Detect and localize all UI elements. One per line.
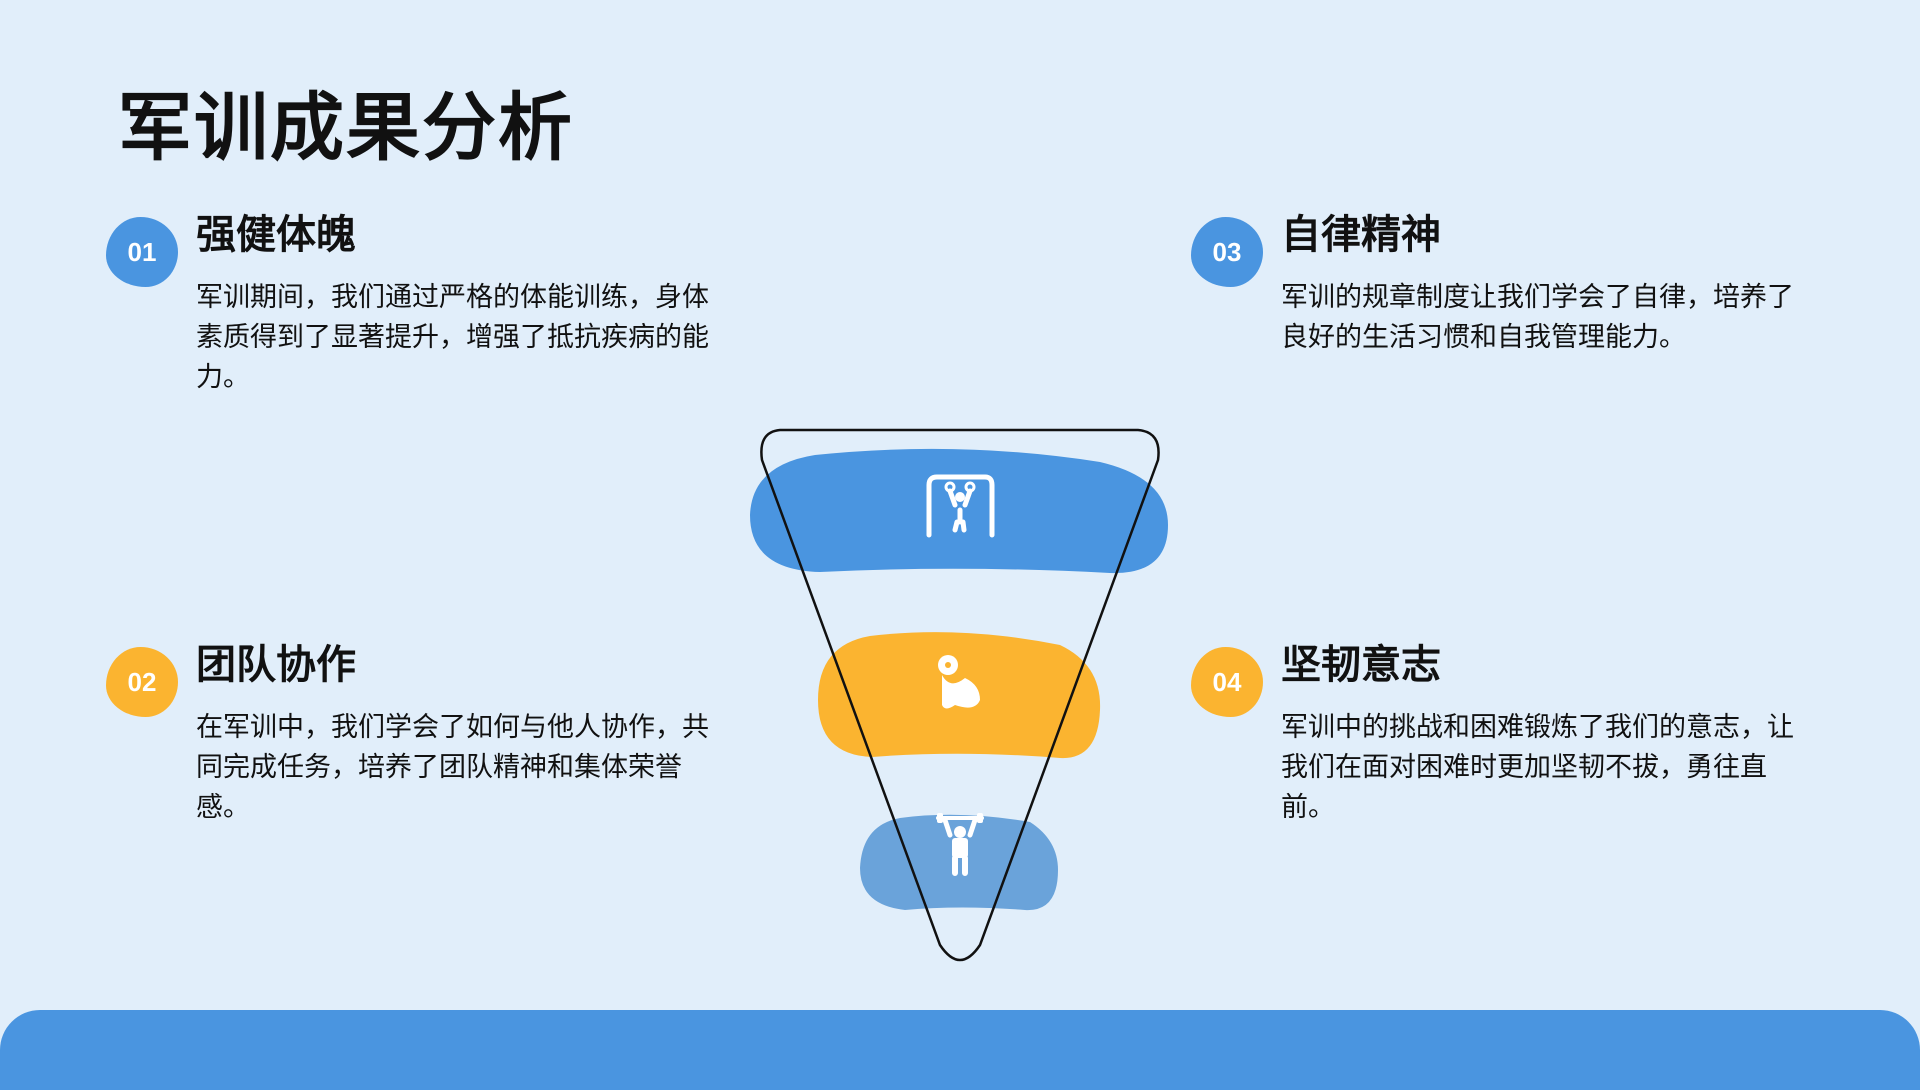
badge-01: 01 bbox=[106, 217, 178, 287]
item-heading: 坚韧意志 bbox=[1281, 643, 1441, 687]
footer-bar bbox=[0, 1010, 1920, 1090]
item-heading: 团队协作 bbox=[196, 643, 356, 687]
item-heading: 自律精神 bbox=[1281, 213, 1441, 257]
item-03: 03 自律精神 军训的规章制度让我们学会了自律，培养了良好的生活习惯和自我管理能… bbox=[1191, 205, 1841, 357]
item-02: 02 团队协作 在军训中，我们学会了如何与他人协作，共同完成任务，培养了团队精神… bbox=[106, 635, 756, 827]
item-text: 军训期间，我们通过严格的体能训练，身体素质得到了显著提升，增强了抵抗疾病的能力。 bbox=[196, 282, 709, 392]
item-01: 01 强健体魄 军训期间，我们通过严格的体能训练，身体素质得到了显著提升，增强了… bbox=[106, 205, 756, 397]
item-text: 军训中的挑战和困难锻炼了我们的意志，让我们在面对困难时更加坚韧不拔，勇往直前。 bbox=[1281, 712, 1794, 822]
pull-up-icon bbox=[926, 474, 995, 538]
item-heading: 强健体魄 bbox=[196, 213, 356, 257]
funnel-layer-3 bbox=[860, 814, 1058, 911]
item-text: 军训的规章制度让我们学会了自律，培养了良好的生活习惯和自我管理能力。 bbox=[1281, 282, 1794, 352]
item-04: 04 坚韧意志 军训中的挑战和困难锻炼了我们的意志，让我们在面对困难时更加坚韧不… bbox=[1191, 635, 1841, 827]
weightlifting-icon bbox=[936, 813, 984, 876]
item-text: 在军训中，我们学会了如何与他人协作，共同完成任务，培养了团队精神和集体荣誉感。 bbox=[196, 712, 709, 822]
badge-02: 02 bbox=[106, 647, 178, 717]
badge-03: 03 bbox=[1191, 217, 1263, 287]
badge-04: 04 bbox=[1191, 647, 1263, 717]
page-title: 军训成果分析 bbox=[118, 86, 574, 169]
funnel-outline bbox=[760, 428, 1160, 962]
